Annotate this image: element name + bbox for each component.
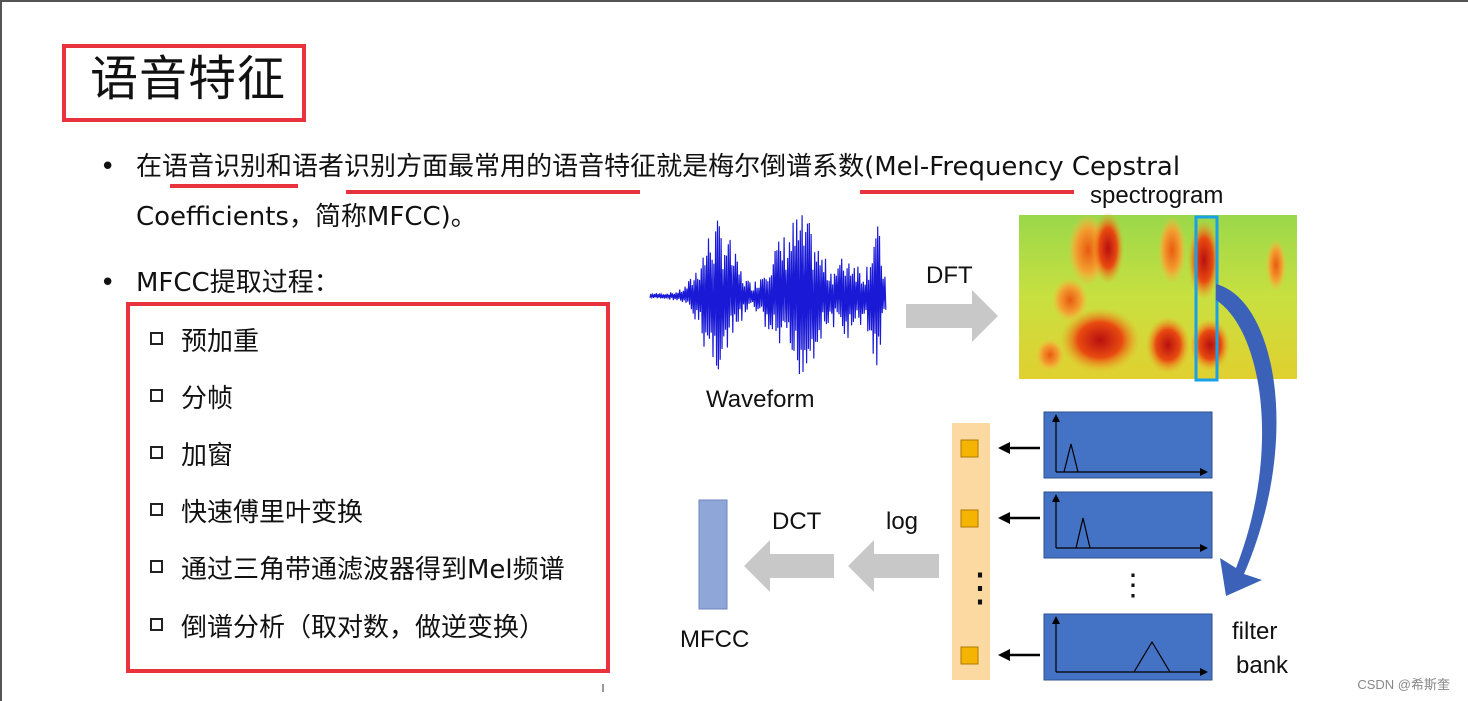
bullet-dot: • xyxy=(100,268,116,298)
square-bullet-icon xyxy=(150,503,163,516)
dct-arrow xyxy=(744,540,834,592)
text-segment: 在 xyxy=(136,152,163,182)
filter-bank-label-2: bank xyxy=(1236,652,1289,679)
bullet-mfcc-definition-cont: Coefficients，简称MFCC)。 xyxy=(136,202,477,232)
process-heading: MFCC提取过程： xyxy=(136,268,340,298)
dft-label: DFT xyxy=(926,262,973,289)
filter-box-1 xyxy=(1043,411,1213,479)
filter-box-3 xyxy=(1043,613,1213,681)
filter-box-2 xyxy=(1043,491,1213,559)
step-item: 倒谱分析（取对数，做逆变换） xyxy=(150,611,545,645)
square-bullet-icon xyxy=(150,560,163,573)
underline-mfcc-term xyxy=(860,190,1074,194)
steps-highlight-box xyxy=(126,302,610,673)
column-ellipsis: ⋮ xyxy=(960,566,1000,610)
bullet-mfcc-definition: • 在语音识别和语者识别方面最常用的语音特征就是梅尔倒谱系数(Mel-Freque… xyxy=(100,148,1440,186)
text-segment: 的语音特征就是 xyxy=(526,152,709,182)
energy-square xyxy=(960,646,979,665)
spectrogram-label: spectrogram xyxy=(1090,182,1224,209)
filter-ellipsis: ⋮ xyxy=(1118,569,1148,602)
curved-arrow-icon xyxy=(1216,284,1277,596)
step-label: 倒谱分析（取对数，做逆变换） xyxy=(181,613,546,643)
underline-speech-recognition xyxy=(170,184,298,188)
highlight-speech-recognition: 语音识别 xyxy=(162,152,267,182)
energy-square xyxy=(960,439,979,458)
log-energy-column xyxy=(952,423,990,680)
step-item: 预加重 xyxy=(150,325,259,359)
bullet-dot: • xyxy=(100,152,116,182)
highlight-speaker-recognition: 语者识别方面最常用 xyxy=(292,152,527,182)
square-bullet-icon xyxy=(150,332,163,345)
step-item: 加窗 xyxy=(150,439,233,473)
waveform-icon xyxy=(649,215,887,375)
log-arrow xyxy=(848,540,939,592)
square-bullet-icon xyxy=(150,389,163,402)
step-item: 通过三角带通滤波器得到Mel频谱 xyxy=(150,553,565,587)
energy-square xyxy=(960,509,979,528)
watermark: CSDN @希斯奎 xyxy=(1357,677,1450,692)
step-label: 预加重 xyxy=(181,327,260,357)
waveform-label: Waveform xyxy=(706,386,815,413)
step-item: 分帧 xyxy=(150,382,233,416)
mfcc-label: MFCC xyxy=(680,626,750,653)
slide-title: 语音特征 xyxy=(90,51,287,107)
bullet-mfcc-process: • MFCC提取过程： xyxy=(100,264,340,302)
step-label: 分帧 xyxy=(181,384,234,414)
step-label: 快速傅里叶变换 xyxy=(181,498,364,528)
underline-speaker-recognition xyxy=(346,190,640,194)
square-bullet-icon xyxy=(150,446,163,459)
filter-bank-label-1: filter xyxy=(1232,618,1278,645)
text-segment: 和 xyxy=(266,152,293,182)
square-bullet-icon xyxy=(150,618,163,631)
step-label: 加窗 xyxy=(181,441,234,471)
title-highlight-box xyxy=(62,44,306,122)
step-item: 快速傅里叶变换 xyxy=(150,496,363,530)
dct-label: DCT xyxy=(772,508,822,535)
frame-top-border xyxy=(0,0,1468,2)
dft-arrow xyxy=(906,290,998,342)
step-label: 通过三角带通滤波器得到Mel频谱 xyxy=(181,555,565,585)
frame-left-border xyxy=(0,0,2,701)
highlight-mfcc-term: 梅尔倒谱系数 xyxy=(708,152,865,182)
text-segment: (Mel-Frequency Cepstral xyxy=(864,152,1181,182)
mfcc-vector-bar xyxy=(698,499,728,610)
spectrogram-image xyxy=(1019,212,1297,379)
filter-output-arrows xyxy=(998,442,1040,661)
log-label: log xyxy=(886,508,919,535)
